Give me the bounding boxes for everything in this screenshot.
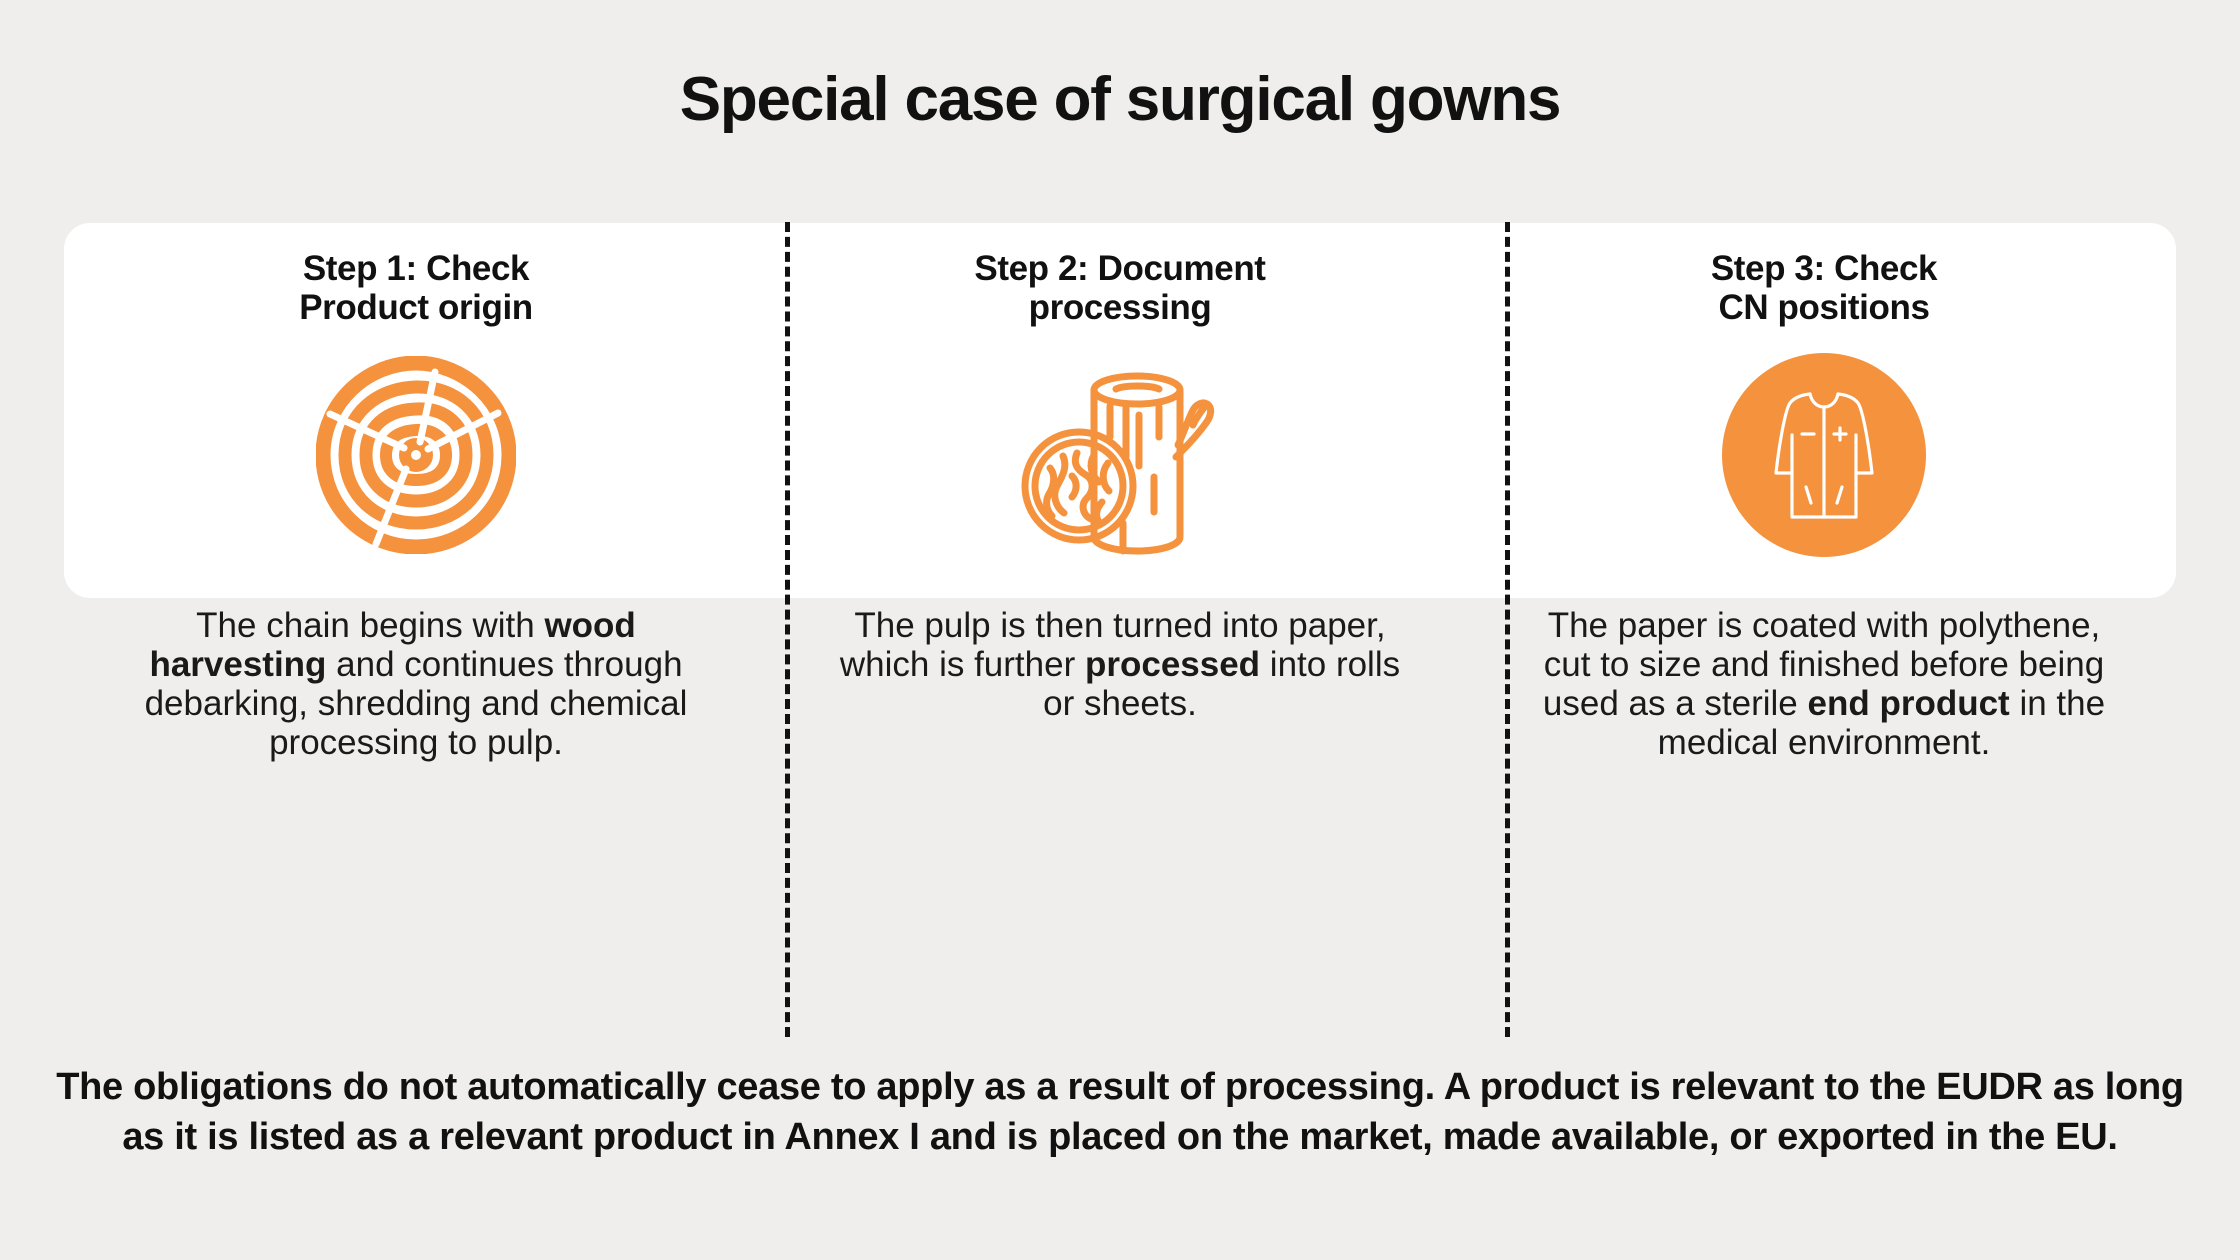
step-1-heading-line-1: Step 1: Check (302, 249, 530, 288)
step-2-heading-line-2: processing (1028, 288, 1212, 328)
column-divider-1 (785, 222, 790, 1037)
step-3-icon-wrap (1722, 347, 1926, 563)
step-2-body-part-1: The pulp is then turned into paper, (854, 606, 1386, 646)
tree-rings-icon (316, 356, 516, 555)
step-1-heading-line-2: Product origin (299, 288, 533, 328)
step-3-heading: Step 3: Check CN positions (1544, 249, 2104, 327)
step-column-1: Step 1: Check Product origin (64, 223, 768, 1035)
footer-note: The obligations do not automatically cea… (56, 1066, 2184, 1159)
step-2-heading-line-1: Step 2: Document (974, 249, 1266, 288)
step-3-body-part-3: in the medical environment. (1657, 684, 2106, 762)
step-3-body: The paper is coated with polythene, cut … (1532, 607, 2117, 762)
step-1-body-bold: wood harvesting (149, 606, 636, 685)
step-3-body-bold: end product (1807, 684, 2010, 724)
step-3-heading-line-1: Step 3: Check (1710, 249, 1938, 288)
step-column-2: Step 2: Document processing (768, 223, 1472, 1035)
step-1-icon-wrap (316, 347, 516, 563)
surgical-gown-icon-badge (1722, 353, 1926, 558)
step-1-body-part-1: The chain begins with (196, 606, 545, 646)
step-1-body-part-3: and continues through debarking, shreddi… (144, 645, 688, 762)
step-2-body: The pulp is then turned into paper,which… (828, 606, 1413, 724)
page-title: Special case of surgical gowns (679, 65, 1562, 134)
step-2-heading: Step 2: Document processing (840, 249, 1400, 327)
step-2-body-bold: processed (1084, 645, 1261, 685)
step-1-body: The chain begins with wood harvesting an… (124, 606, 709, 762)
step-1-heading: Step 1: Check Product origin (136, 249, 696, 327)
step-2-body-part-2: which is further (839, 645, 1085, 685)
step-3-heading-line-2: CN positions (1718, 288, 1930, 328)
steps-columns: Step 1: Check Product origin (64, 223, 2176, 1035)
column-divider-2 (1505, 222, 1510, 1037)
step-3-body-part-1: The paper is coated with polythene, cut … (1542, 606, 2105, 724)
step-2-icon-wrap (1016, 347, 1224, 563)
step-2-body-part-4: into rolls or sheets. (1043, 645, 1401, 724)
log-with-grain-magnifier-icon (1021, 372, 1215, 555)
surgical-gown-icon (1774, 392, 1874, 519)
step-column-3: Step 3: Check CN positions (1472, 223, 2176, 1035)
